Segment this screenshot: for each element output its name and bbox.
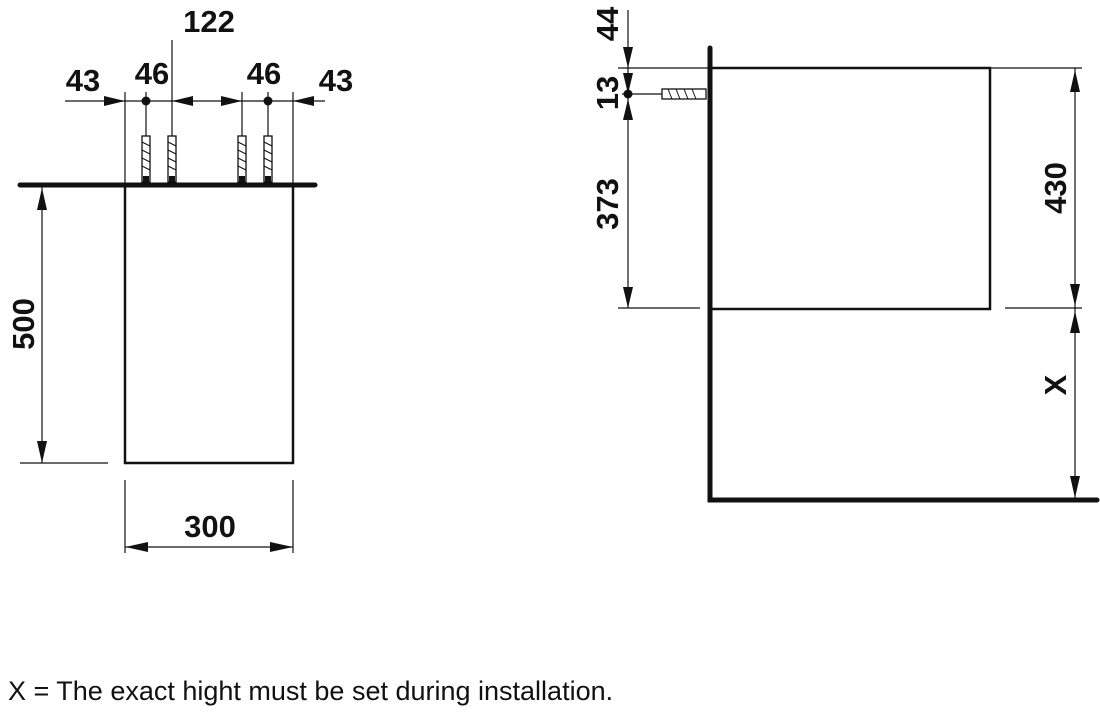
front-anchor-3	[237, 135, 247, 183]
side-dim-cabinet-height: 430	[1038, 162, 1073, 214]
installation-note: X = The exact hight must be set during i…	[8, 676, 614, 706]
front-dim-left-inner: 46	[135, 56, 169, 91]
side-wall-floor	[707, 45, 1100, 503]
front-dim-122: 122	[183, 4, 235, 39]
front-dim-width: 300	[184, 509, 236, 544]
front-view: 122 43 46 46 43 500 300	[6, 4, 353, 553]
front-dim-left-outer: 43	[66, 63, 100, 98]
side-view: 44 13 373 430 X	[590, 6, 1100, 503]
front-anchor-2	[167, 135, 177, 183]
side-dim-anchor-to-bottom: 373	[590, 178, 625, 230]
front-dim-right-outer: 43	[319, 63, 353, 98]
front-dim-right-inner: 46	[247, 56, 281, 91]
side-dim-anchor-height: 13	[590, 76, 625, 110]
side-dim-x: X	[1038, 374, 1073, 395]
front-cabinet	[123, 183, 295, 465]
front-anchor-4	[263, 135, 273, 183]
side-dim-top-offset: 44	[590, 6, 625, 41]
front-dim-height: 500	[6, 298, 41, 350]
side-cabinet	[708, 66, 992, 311]
side-anchor	[661, 88, 707, 100]
front-anchor-1	[141, 135, 151, 183]
